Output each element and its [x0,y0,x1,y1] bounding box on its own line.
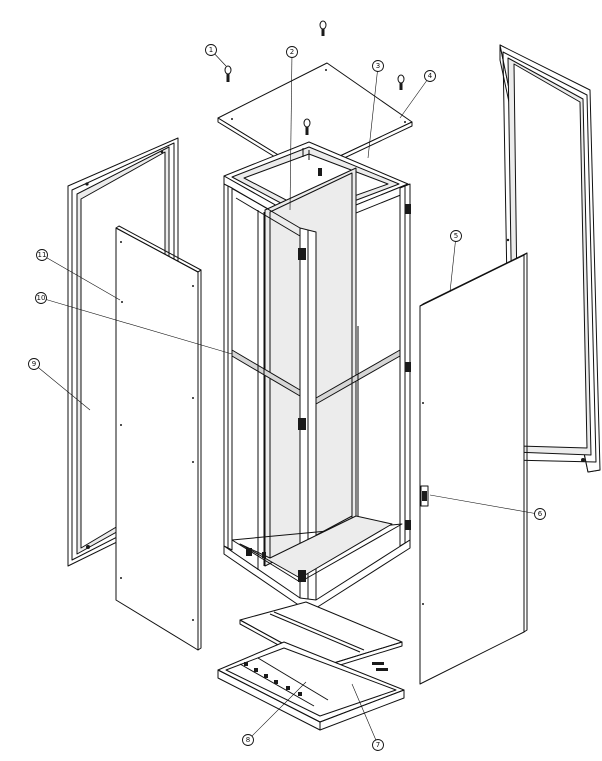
callout-4: 4 [424,70,436,82]
eye-bolt-4 [303,118,311,135]
callout-9: 9 [28,358,40,370]
callout-5: 5 [450,230,462,242]
svg-text:4: 4 [428,72,433,80]
callout-7: 7 [372,739,384,751]
leader-lines [33,49,539,746]
callout-2: 2 [286,46,298,58]
front-door [419,252,528,685]
svg-text:2: 2 [290,48,294,56]
svg-text:6: 6 [538,510,543,518]
svg-text:9: 9 [32,360,36,368]
left-side-panel [115,225,202,651]
svg-text:8: 8 [246,736,250,744]
svg-text:5: 5 [454,232,458,240]
base-tray [217,641,405,731]
callout-1: 1 [205,44,217,56]
svg-text:11: 11 [38,251,47,259]
svg-text:3: 3 [376,62,380,70]
callout-11: 11 [36,249,48,261]
svg-text:10: 10 [37,294,46,302]
eye-bolt-2 [319,20,327,36]
callout-10: 10 [35,292,47,304]
eye-bolt-1 [224,65,232,82]
callout-3: 3 [372,60,384,72]
callout-6: 6 [534,508,546,520]
svg-text:1: 1 [209,46,213,54]
svg-text:7: 7 [376,741,380,749]
cabinet-frame [223,141,411,609]
callout-8: 8 [242,734,254,746]
eye-bolt-3 [397,74,405,90]
